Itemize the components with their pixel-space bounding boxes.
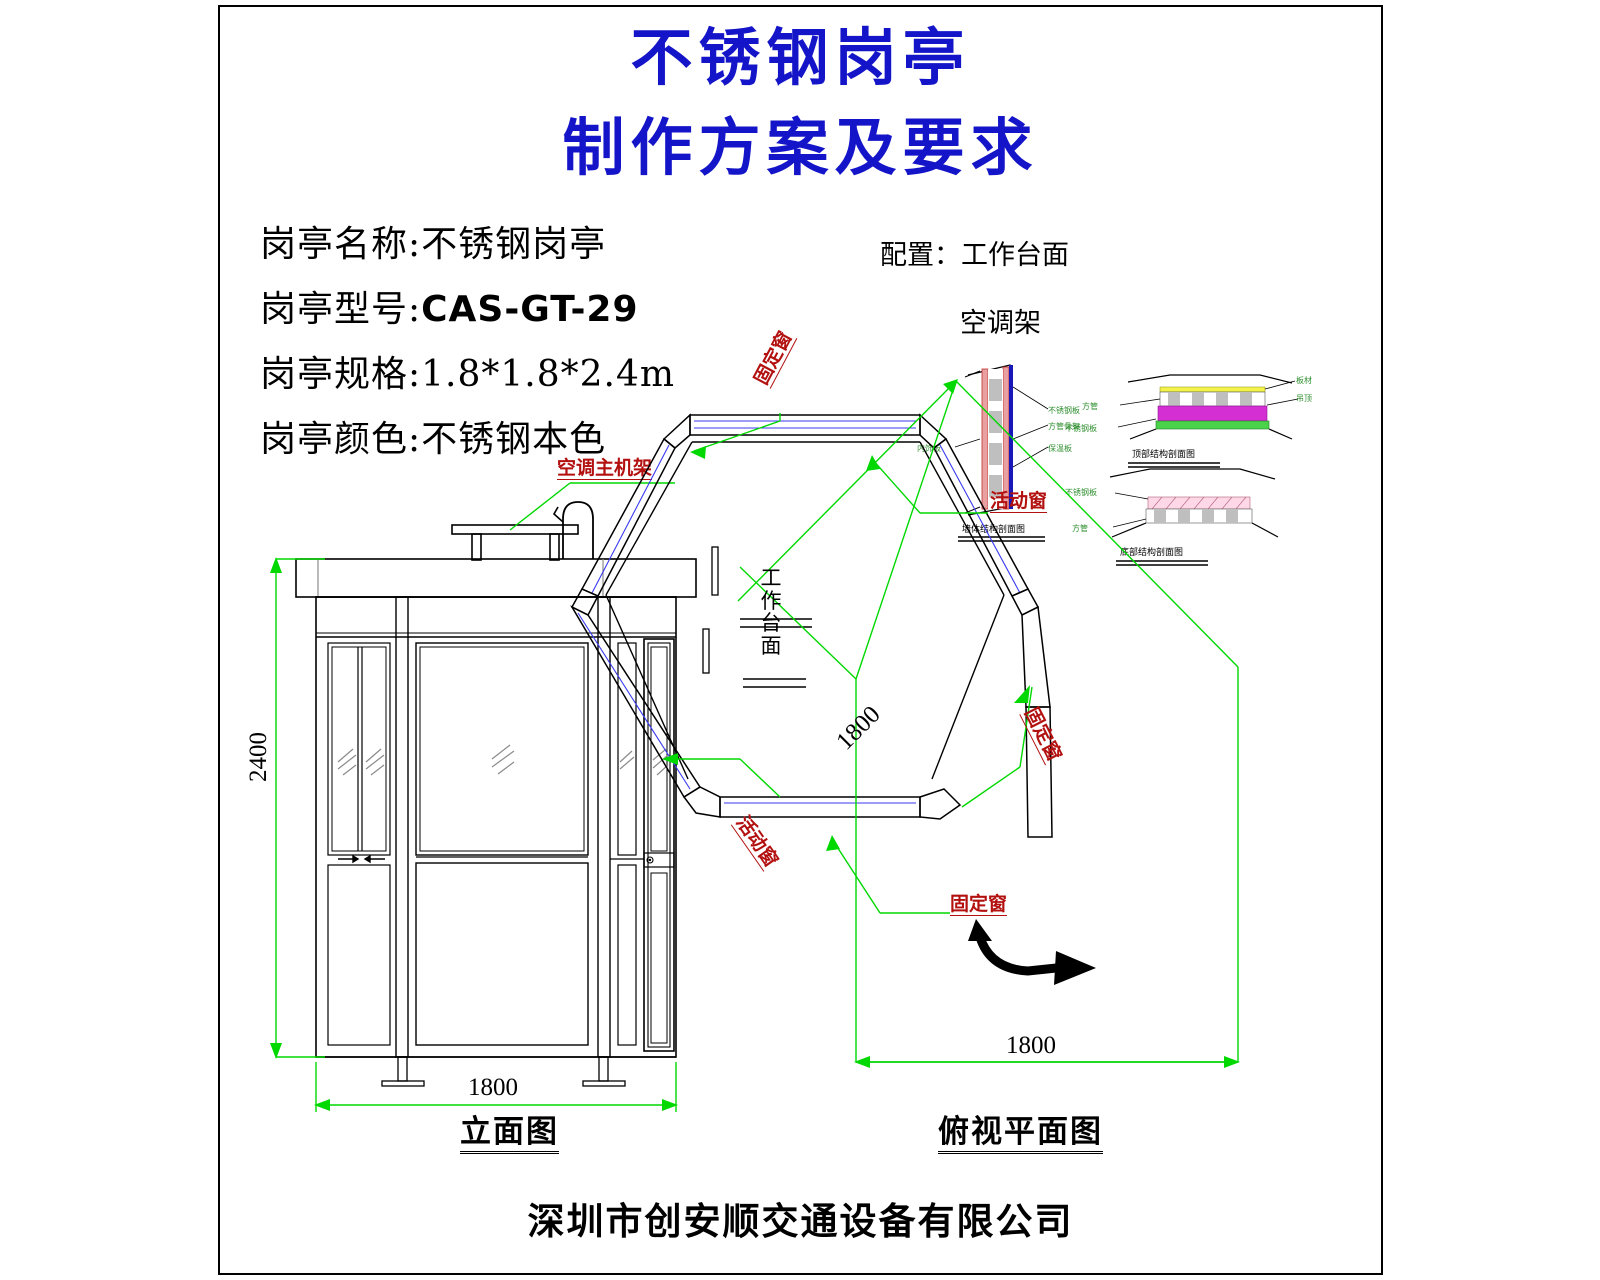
- elevation-dimensions: [270, 557, 678, 1112]
- spec-label-name: 岗亭名称:: [260, 224, 422, 265]
- plan-hexagon-walls: [570, 413, 1053, 838]
- detail-sections-group: 不锈钢板 方管骨架 保温板 内饰板 墙体结构剖面图 方管 不锈钢板 板材 吊顶 …: [917, 364, 1312, 566]
- svg-text:底部结构剖面图: 底部结构剖面图: [1120, 546, 1183, 558]
- svg-text:方管骨架: 方管骨架: [1048, 421, 1080, 431]
- spec-label-color: 岗亭颜色:: [260, 419, 422, 460]
- svg-text:不锈钢板: 不锈钢板: [1065, 423, 1097, 433]
- floor-section-detail: 不锈钢板 方管 底部结构剖面图: [1065, 468, 1279, 566]
- elevation-drawing: [270, 482, 697, 1112]
- svg-text:顶部结构剖面图: 顶部结构剖面图: [1132, 448, 1195, 460]
- configuration-line-2: 空调架: [960, 308, 1041, 339]
- plan-width-dimension: 1800: [1006, 1032, 1056, 1059]
- title-line-2: 制作方案及要求: [562, 111, 1039, 184]
- plan-label-fixed-window-bottom: 固定窗: [950, 893, 1008, 916]
- plan-drawing: [570, 379, 1240, 1068]
- configuration-line-1: 配置：工作台面: [880, 240, 1069, 271]
- worktop: [605, 441, 1005, 780]
- ac-rack: [451, 501, 594, 561]
- svg-text:板材: 板材: [1296, 375, 1312, 385]
- door-swing-arrow: [968, 919, 1096, 985]
- sliding-window-left: [327, 642, 391, 1046]
- ac-rack-label: 空调主机架: [557, 457, 653, 480]
- svg-text:方管: 方管: [1072, 523, 1088, 533]
- spec-label-size: 岗亭规格:: [260, 354, 422, 395]
- worktop-blocks: [702, 546, 719, 674]
- plan-label-movable-window-top: 活动窗: [990, 490, 1048, 513]
- elevation-caption: 立面图: [460, 1117, 559, 1154]
- spec-row-name: 岗亭名称:不锈钢岗亭: [260, 227, 606, 263]
- spec-row-size: 岗亭规格:1.8*1.8*2.4m: [260, 357, 675, 393]
- plan-dimensions: [662, 379, 1240, 1068]
- svg-text:吊顶: 吊顶: [1296, 394, 1312, 403]
- ceiling-section-detail: 方管 不锈钢板 板材 吊顶 顶部结构剖面图: [1065, 374, 1312, 468]
- slide-arrows: [338, 854, 385, 864]
- fixed-window-center: [415, 642, 589, 1046]
- svg-text:不锈钢板: 不锈钢板: [1065, 487, 1097, 497]
- wall-section-detail: 不锈钢板 方管骨架 保温板 内饰板 墙体结构剖面图: [917, 364, 1080, 542]
- company-name: 深圳市创安顺交通设备有限公司: [527, 1199, 1074, 1243]
- svg-text:方管: 方管: [1082, 401, 1098, 411]
- title-line-1: 不锈钢岗亭: [630, 21, 971, 94]
- spec-value-name: 不锈钢岗亭: [421, 224, 607, 265]
- plan-worktop-label: 工作台面: [760, 566, 782, 659]
- svg-text:内饰板: 内饰板: [917, 443, 941, 453]
- svg-text:保温板: 保温板: [1048, 443, 1072, 453]
- spec-value-color: 不锈钢本色: [421, 419, 607, 460]
- spec-label-model: 岗亭型号:: [260, 289, 422, 330]
- spec-row-model: 岗亭型号:CAS-GT-29: [260, 292, 639, 328]
- spec-value-size: 1.8*1.8*2.4m: [421, 354, 676, 395]
- drawing-sheet: 不锈钢岗亭 制作方案及要求 岗亭名称:不锈钢岗亭 岗亭型号:CAS-GT-29 …: [218, 5, 1383, 1275]
- svg-text:不锈钢板: 不锈钢板: [1048, 405, 1080, 415]
- plan-caption: 俯视平面图: [938, 1117, 1103, 1154]
- spec-value-model: CAS-GT-29: [421, 289, 639, 330]
- elevation-width-dimension: 1800: [468, 1074, 518, 1101]
- spec-row-color: 岗亭颜色:不锈钢本色: [260, 422, 606, 458]
